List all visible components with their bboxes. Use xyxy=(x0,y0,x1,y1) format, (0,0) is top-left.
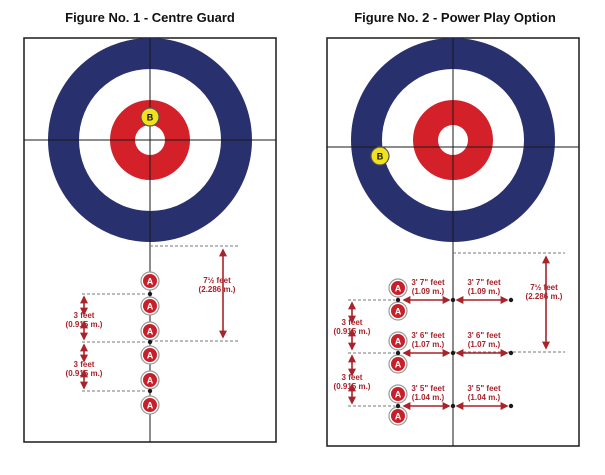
figure-2-three-6-left-label-line2: (1.07 m.) xyxy=(412,340,445,349)
figure-2-three-7-left-label-line1: 3' 7" feet xyxy=(411,278,445,287)
stone-label: A xyxy=(147,302,154,312)
figure-2-three-feet-label-a-line2: (0.915 m.) xyxy=(334,327,371,336)
figure-1-measure-point xyxy=(147,388,153,394)
figure-2-three-5-left-label-line1: 3' 5" feet xyxy=(411,384,445,393)
button-stone-label: B xyxy=(147,113,154,123)
figure-1-three-feet-label-b-line1: 3 feet xyxy=(74,360,95,369)
figure-1-seven-half-label-line1: 7½ feet xyxy=(203,276,231,285)
figure-1-title: Figure No. 1 - Centre Guard xyxy=(65,10,235,25)
stone-handle xyxy=(143,398,157,412)
stone-handle xyxy=(143,274,157,288)
figure-2-three-feet-label-b-line2: (0.915 m.) xyxy=(334,382,371,391)
figure-2-measure-point xyxy=(508,297,514,303)
figure-2-measure-point xyxy=(395,297,401,303)
stone-handle xyxy=(391,409,405,423)
figure-2-seven-half-label-line2: (2.286 m.) xyxy=(526,292,563,301)
figure-2-seven-half-label-line1: 7½ feet xyxy=(530,283,558,292)
stone-label: A xyxy=(395,284,402,294)
figure-2-three-feet-label-b-line1: 3 feet xyxy=(342,373,363,382)
figure-2-three-7-right-label-line1: 3' 7" feet xyxy=(467,278,501,287)
stone-handle xyxy=(391,281,405,295)
figure-2-three-7-left-label-line2: (1.09 m.) xyxy=(412,287,445,296)
stone-label: A xyxy=(395,337,402,347)
figure-1-three-feet-label-b-line2: (0.915 m.) xyxy=(66,369,103,378)
figure-2-measure-point xyxy=(450,403,456,409)
figure-1-three-feet-label-a-line2: (0.915 m.) xyxy=(66,320,103,329)
stone-label: A xyxy=(395,360,402,370)
stone-handle xyxy=(143,373,157,387)
figure-2-measure-point xyxy=(395,350,401,356)
stone-handle xyxy=(391,334,405,348)
figure-2-three-5-left-label-line2: (1.04 m.) xyxy=(412,393,445,402)
stone-label: A xyxy=(147,376,154,386)
figure-1-measure-point xyxy=(147,291,153,297)
button-stone xyxy=(140,107,160,127)
stone-handle xyxy=(391,357,405,371)
stone-label: A xyxy=(147,277,154,287)
figure-2-three-6-left-label-line1: 3' 6" feet xyxy=(411,331,445,340)
stone-handle xyxy=(143,324,157,338)
figure-2-three-7-right-label-line2: (1.09 m.) xyxy=(468,287,501,296)
stone-label: A xyxy=(395,412,402,422)
stone-handle xyxy=(143,299,157,313)
figure-2-three-feet-label-a-line1: 3 feet xyxy=(342,318,363,327)
figure-2-measure-point xyxy=(395,403,401,409)
button-stone xyxy=(370,146,390,166)
figure-2-measure-point xyxy=(450,297,456,303)
stone-label: A xyxy=(147,327,154,337)
stone-handle xyxy=(391,304,405,318)
figure-1-three-feet-label-a-line1: 3 feet xyxy=(74,311,95,320)
figure-2-measure-point xyxy=(508,350,514,356)
stone-label: A xyxy=(395,390,402,400)
stone-label: A xyxy=(147,401,154,411)
figure-2-title: Figure No. 2 - Power Play Option xyxy=(354,10,556,25)
figure-2-measure-point xyxy=(450,350,456,356)
figure-1-measure-point xyxy=(147,339,153,345)
figure-2-three-6-right-label-line2: (1.07 m.) xyxy=(468,340,501,349)
figure-2-three-5-right-label-line2: (1.04 m.) xyxy=(468,393,501,402)
figure-2-measure-point xyxy=(508,403,514,409)
stone-label: A xyxy=(147,351,154,361)
stone-handle xyxy=(391,387,405,401)
stone-label: A xyxy=(395,307,402,317)
figure-2-three-5-right-label-line1: 3' 5" feet xyxy=(467,384,501,393)
figure-2-three-6-right-label-line1: 3' 6" feet xyxy=(467,331,501,340)
button-stone-label: B xyxy=(377,152,384,162)
figure-1-seven-half-label-line2: (2.286 m.) xyxy=(199,285,236,294)
stone-handle xyxy=(143,348,157,362)
